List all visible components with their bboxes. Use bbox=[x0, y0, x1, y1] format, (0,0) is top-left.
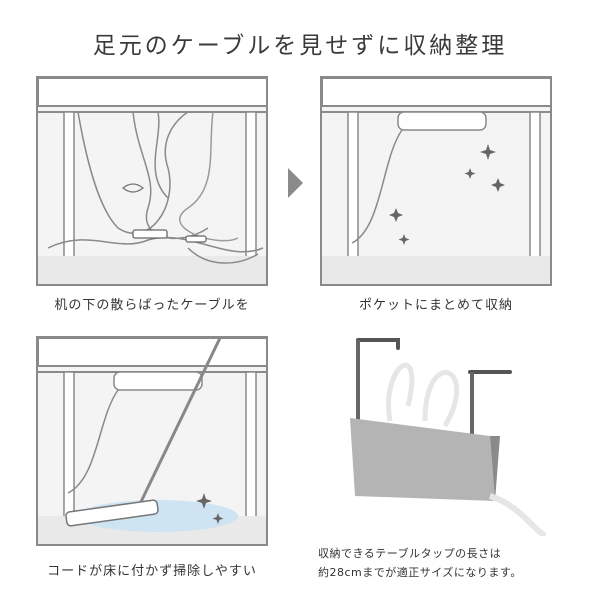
product-note-line1: 収納できるテーブルタップの長さは bbox=[318, 547, 502, 560]
illustration-messy-cables bbox=[36, 76, 268, 286]
sparkle-icon bbox=[389, 144, 505, 245]
caption-step1: 机の下の散らばったケーブルを bbox=[54, 298, 250, 313]
caption-step2: ポケットにまとめて収納 bbox=[358, 298, 513, 313]
product-note: 収納できるテーブルタップの長さは 約28cmまでが適正サイズになります。 bbox=[318, 544, 578, 582]
caption-step3: コードが床に付かず掃除しやすい bbox=[47, 564, 257, 579]
product-note-line2: 約28cmまでが適正サイズになります。 bbox=[318, 566, 522, 579]
arrow-right-icon bbox=[288, 168, 303, 198]
illustration-tidy-pocket bbox=[320, 76, 552, 286]
illustration-easy-cleaning bbox=[36, 336, 268, 546]
page-title: 足元のケーブルを見せずに収納整理 bbox=[92, 33, 508, 59]
product-cable-pocket bbox=[330, 326, 580, 540]
